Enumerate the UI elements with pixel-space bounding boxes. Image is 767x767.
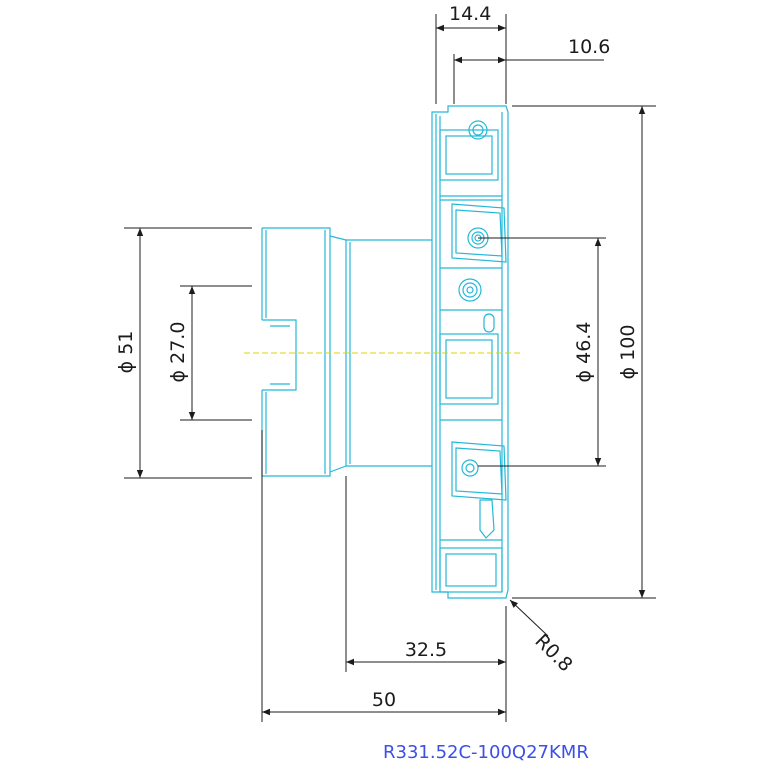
dim-50: 50 bbox=[372, 689, 396, 711]
insert-lower bbox=[440, 419, 507, 539]
dim-diameter-27: ϕ 27.0 bbox=[167, 322, 189, 383]
dim-diameter-100: ϕ 100 bbox=[617, 325, 639, 380]
central-slot bbox=[439, 333, 499, 405]
insert-pocket-bottom bbox=[439, 539, 503, 593]
dim-14-4: 14.4 bbox=[449, 3, 491, 25]
insert-pocket-top bbox=[439, 120, 502, 201]
dim-32-5: 32.5 bbox=[405, 639, 447, 661]
neck bbox=[329, 235, 432, 473]
dim-corner-radius: R0.8 bbox=[530, 630, 576, 676]
shank-body bbox=[261, 227, 331, 477]
insert-upper bbox=[451, 203, 507, 263]
dim-diameter-46-4: ϕ 46.4 bbox=[573, 322, 595, 383]
part-code: R331.52C-100Q27KMR bbox=[383, 742, 589, 763]
dimension-lines bbox=[124, 14, 656, 722]
dim-10-6: 10.6 bbox=[568, 36, 610, 58]
dim-diameter-51: ϕ 51 bbox=[115, 331, 137, 374]
middle-screw bbox=[440, 267, 502, 333]
cutter-outline bbox=[261, 105, 509, 599]
